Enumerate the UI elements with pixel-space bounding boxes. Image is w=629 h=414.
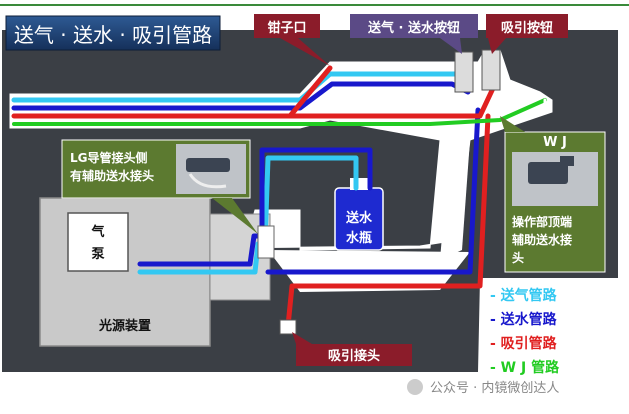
suction-button-label: 吸引按钮 xyxy=(501,20,553,36)
umbilical-body xyxy=(440,140,470,260)
suction-button-pointer xyxy=(488,38,506,54)
pump-label-line1: 气 xyxy=(91,224,104,240)
top-rule xyxy=(0,4,629,6)
legend-wj: - W J 管路 xyxy=(490,359,560,376)
page-title: 送气 · 送水 · 吸引管路 xyxy=(14,23,212,47)
suction-connector-label: 吸引接头 xyxy=(328,348,380,364)
air-water-button-label: 送气 · 送水按钮 xyxy=(367,20,460,36)
watermark-icon xyxy=(407,379,423,395)
wj-photo-body xyxy=(528,162,568,184)
water-bottle-label-line1: 送水 xyxy=(345,210,373,226)
legend-water: - 送水管路 xyxy=(490,311,558,328)
lg-connector-detail xyxy=(257,225,275,259)
light-source-label: 光源装置 xyxy=(98,318,151,334)
title-box xyxy=(5,15,221,51)
forceps-port-pointer xyxy=(280,38,330,66)
suction-valve xyxy=(481,49,501,91)
suction-button-callout xyxy=(486,14,568,38)
suction-connector-pointer xyxy=(292,332,312,344)
wj-note-line1: 操作部顶端 xyxy=(512,214,572,229)
suction-nozzle xyxy=(279,319,297,335)
air-water-button-pointer xyxy=(440,38,462,54)
pump-label-line2: 泵 xyxy=(91,247,104,262)
wj-line xyxy=(12,98,547,126)
lg-note-line2: 有辅助送水接头 xyxy=(70,168,154,183)
wj-line-tip xyxy=(498,98,547,130)
lg-photo-connector xyxy=(186,158,230,172)
wj-note-line3: 头 xyxy=(512,250,524,265)
lg-note-pointer xyxy=(212,198,258,234)
legend-suction: - 吸引管路 xyxy=(490,335,558,352)
air-pump xyxy=(67,212,129,272)
wj-note-line2: 辅助送水接 xyxy=(512,232,572,247)
lg-photo-tube xyxy=(188,173,227,189)
suction-line-lower xyxy=(285,113,491,329)
wj-note-heading: W J xyxy=(543,135,567,150)
air-water-button-callout xyxy=(350,14,478,38)
suction-line-mid xyxy=(287,81,498,119)
forceps-port-label: 钳子口 xyxy=(267,20,306,36)
water-bottle-cap xyxy=(350,178,368,190)
legend-air: - 送气管路 xyxy=(490,287,558,304)
forceps-port-callout xyxy=(254,14,320,38)
water-bottle-label-line2: 水瓶 xyxy=(346,230,372,246)
wj-note-pointer xyxy=(500,116,525,132)
water-line-right xyxy=(265,107,481,275)
lg-note-line1: LG导管接头侧 xyxy=(70,150,148,165)
watermark-text: 公众号 · 内镜微创达人 xyxy=(430,380,559,396)
air-water-valve xyxy=(454,51,474,93)
suction-connector-callout xyxy=(296,344,412,366)
wj-photo-valve xyxy=(560,156,574,166)
